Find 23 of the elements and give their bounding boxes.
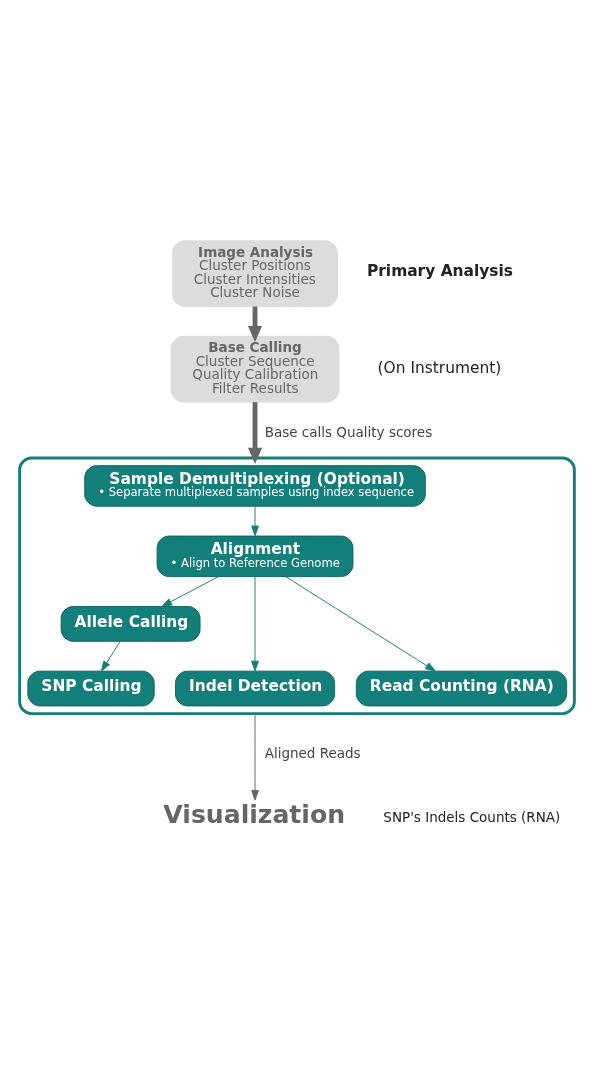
arrow bbox=[101, 640, 121, 671]
node-box: Base Calling Cluster Sequence Quality Calibration Filter Results bbox=[170, 335, 340, 402]
node-box: Image Analysis Cluster Positions Cluster Intensities Cluster Noise bbox=[172, 239, 338, 307]
node-box: Read Counting (RNA) bbox=[355, 670, 568, 706]
arrow bbox=[285, 575, 436, 671]
arrow bbox=[251, 712, 259, 801]
arrow bbox=[251, 505, 259, 536]
edge-label: Aligned Reads bbox=[264, 744, 361, 761]
node-box: Indel Detection bbox=[174, 670, 336, 706]
label: (On Instrument) bbox=[377, 358, 502, 377]
arrow bbox=[251, 575, 259, 671]
node-box: Sample Demultiplexing (Optional) • Separate multiplexed samples using index sequence bbox=[84, 464, 426, 507]
cluster bbox=[18, 456, 576, 715]
node-box: Allele Calling bbox=[60, 605, 201, 642]
label: SNP's Indels Counts (RNA) bbox=[383, 808, 561, 825]
edge-label: Base calls Quality scores bbox=[264, 423, 433, 440]
arrow bbox=[161, 575, 219, 607]
arrow bbox=[247, 401, 263, 464]
arrow bbox=[247, 306, 263, 342]
node-text: Visualization bbox=[163, 799, 346, 829]
node-box: Alignment • Align to Reference Genome bbox=[156, 535, 354, 577]
node-box: SNP Calling bbox=[27, 670, 155, 706]
label: Primary Analysis bbox=[366, 261, 513, 280]
